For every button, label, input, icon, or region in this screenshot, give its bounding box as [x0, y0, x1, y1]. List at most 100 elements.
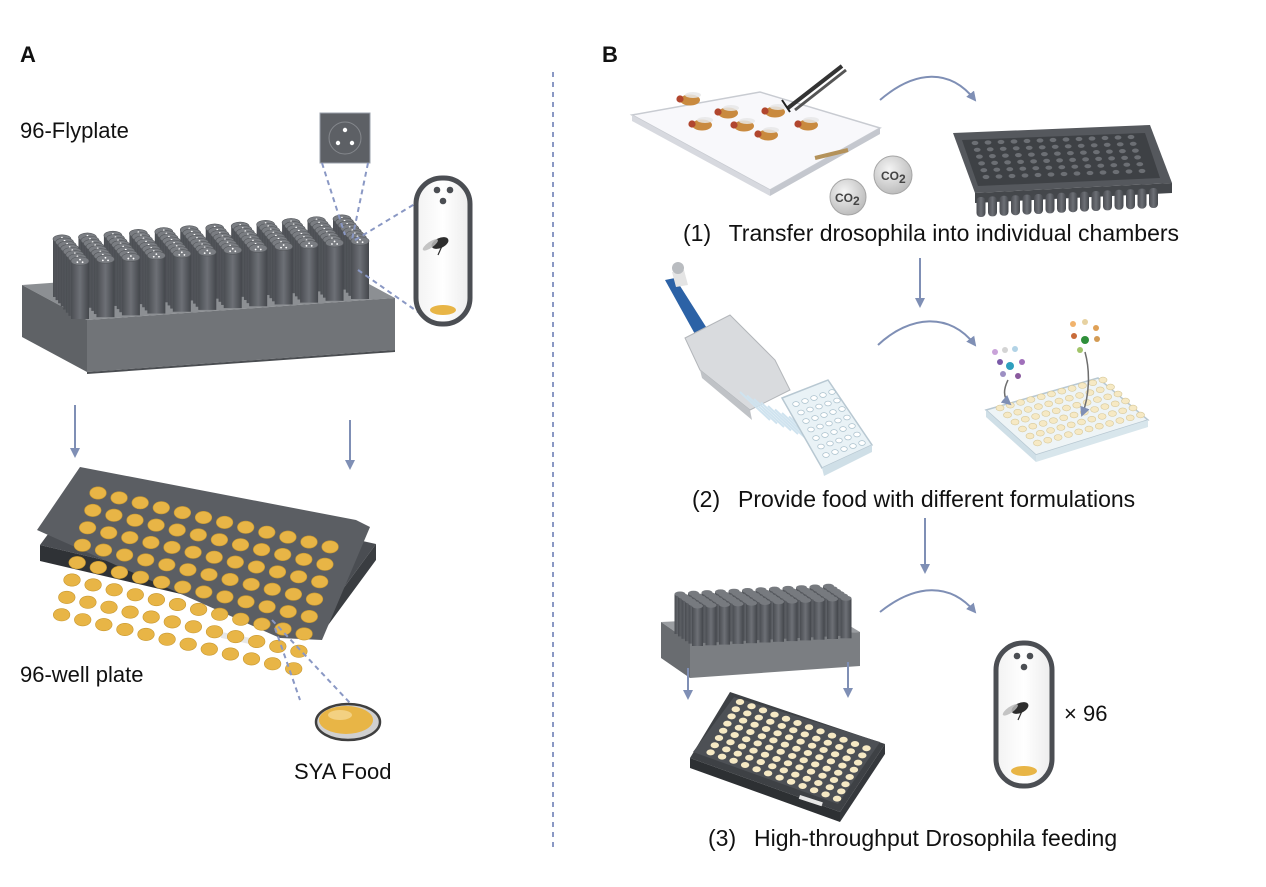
- fly: [714, 105, 739, 119]
- small-well: [789, 727, 798, 734]
- small-well: [743, 710, 752, 717]
- food-well: [137, 553, 155, 567]
- tray-tubes: [976, 188, 1158, 217]
- small-well: [798, 783, 807, 789]
- tray-hole: [1101, 135, 1109, 141]
- food-well: [1041, 410, 1051, 417]
- tray-hole: [1071, 164, 1079, 169]
- pipette-tip: [739, 391, 771, 421]
- small-well: [811, 761, 820, 768]
- fly-vial-a: [413, 175, 473, 327]
- small-well: [799, 757, 808, 764]
- food-well: [116, 622, 134, 636]
- anesthetized-flies: [676, 92, 819, 141]
- food-well: [1065, 395, 1074, 402]
- small-well: [731, 706, 740, 713]
- food-well: [231, 538, 250, 552]
- food-well: [1013, 409, 1023, 416]
- food-well: [1036, 430, 1045, 437]
- food-well: [1093, 396, 1102, 403]
- food-well: [1097, 413, 1107, 420]
- tray-hole: [976, 154, 983, 159]
- tray-hole: [1034, 172, 1042, 178]
- small-well: [750, 721, 759, 728]
- food-well: [1054, 397, 1064, 405]
- small-tube-top: [800, 597, 811, 603]
- tray-hole: [995, 174, 1003, 179]
- flyplate-tube-top: [248, 243, 268, 253]
- flyplate-tube-top: [172, 249, 192, 259]
- small-well: [845, 774, 854, 780]
- small-tube: [773, 601, 784, 642]
- svg-text:2: 2: [899, 172, 906, 186]
- small-well: [757, 733, 767, 740]
- empty-well: [829, 409, 837, 415]
- fly: [688, 117, 713, 131]
- small-well: [756, 759, 765, 765]
- step-3-caption: (3) High-throughput Drosophila feeding: [708, 825, 1118, 851]
- flyplate-tube-top: [197, 247, 217, 257]
- well-plate-small-wells: [706, 699, 871, 802]
- tray-hole: [1086, 170, 1094, 176]
- tray-hole: [1004, 160, 1011, 165]
- food-well: [184, 545, 202, 559]
- panel-a-label: A: [20, 42, 36, 67]
- air-hole: [152, 255, 155, 258]
- empty-well: [815, 403, 823, 410]
- tray-hole: [1064, 144, 1072, 149]
- flyplate-tube: [198, 251, 217, 310]
- food-well: [95, 618, 113, 632]
- small-well: [834, 769, 843, 776]
- food-well: [221, 572, 239, 586]
- food-well: [1031, 413, 1040, 420]
- air-hole: [336, 243, 339, 245]
- small-tube-top: [732, 601, 744, 607]
- small-well: [729, 757, 738, 764]
- fly: [794, 117, 819, 131]
- small-tube-top: [840, 595, 852, 601]
- small-well: [775, 774, 784, 781]
- small-well: [753, 740, 762, 747]
- tray-hole: [1041, 152, 1048, 157]
- small-well: [800, 731, 809, 738]
- empty-well: [844, 434, 852, 441]
- food-well: [216, 590, 234, 604]
- small-well: [826, 758, 836, 765]
- tray-hole: [1114, 135, 1122, 140]
- food-well: [79, 595, 97, 609]
- air-hole: [183, 254, 186, 256]
- food-well: [200, 568, 218, 582]
- food-well: [153, 575, 171, 589]
- small-well: [792, 745, 801, 752]
- small-well: [809, 787, 819, 794]
- food-well: [232, 612, 250, 626]
- tray-tube: [999, 195, 1009, 216]
- food-well: [279, 605, 297, 619]
- empty-well: [824, 400, 832, 407]
- empty-well: [802, 418, 810, 424]
- small-well: [835, 744, 844, 750]
- fly-wing: [723, 105, 739, 111]
- small-well: [737, 743, 747, 750]
- food-well: [995, 404, 1005, 412]
- empty-well: [811, 415, 819, 421]
- fly-eye: [794, 120, 802, 128]
- tray-hole: [1080, 150, 1087, 155]
- air-hole: [359, 238, 361, 241]
- food-well: [105, 583, 123, 597]
- food-well: [58, 590, 76, 604]
- svg-text:CO: CO: [881, 169, 899, 183]
- small-tube: [813, 599, 825, 640]
- food-well: [131, 496, 149, 510]
- small-well: [858, 752, 867, 759]
- food-well: [295, 552, 313, 566]
- food-well: [269, 639, 287, 653]
- small-well: [822, 765, 831, 772]
- tray-hole: [1047, 172, 1055, 177]
- air-hole: [180, 251, 183, 254]
- tray-hole: [1056, 158, 1063, 163]
- tray-tube: [1103, 190, 1112, 211]
- small-well: [777, 723, 786, 729]
- small-well: [842, 755, 851, 762]
- air-hole: [229, 250, 232, 253]
